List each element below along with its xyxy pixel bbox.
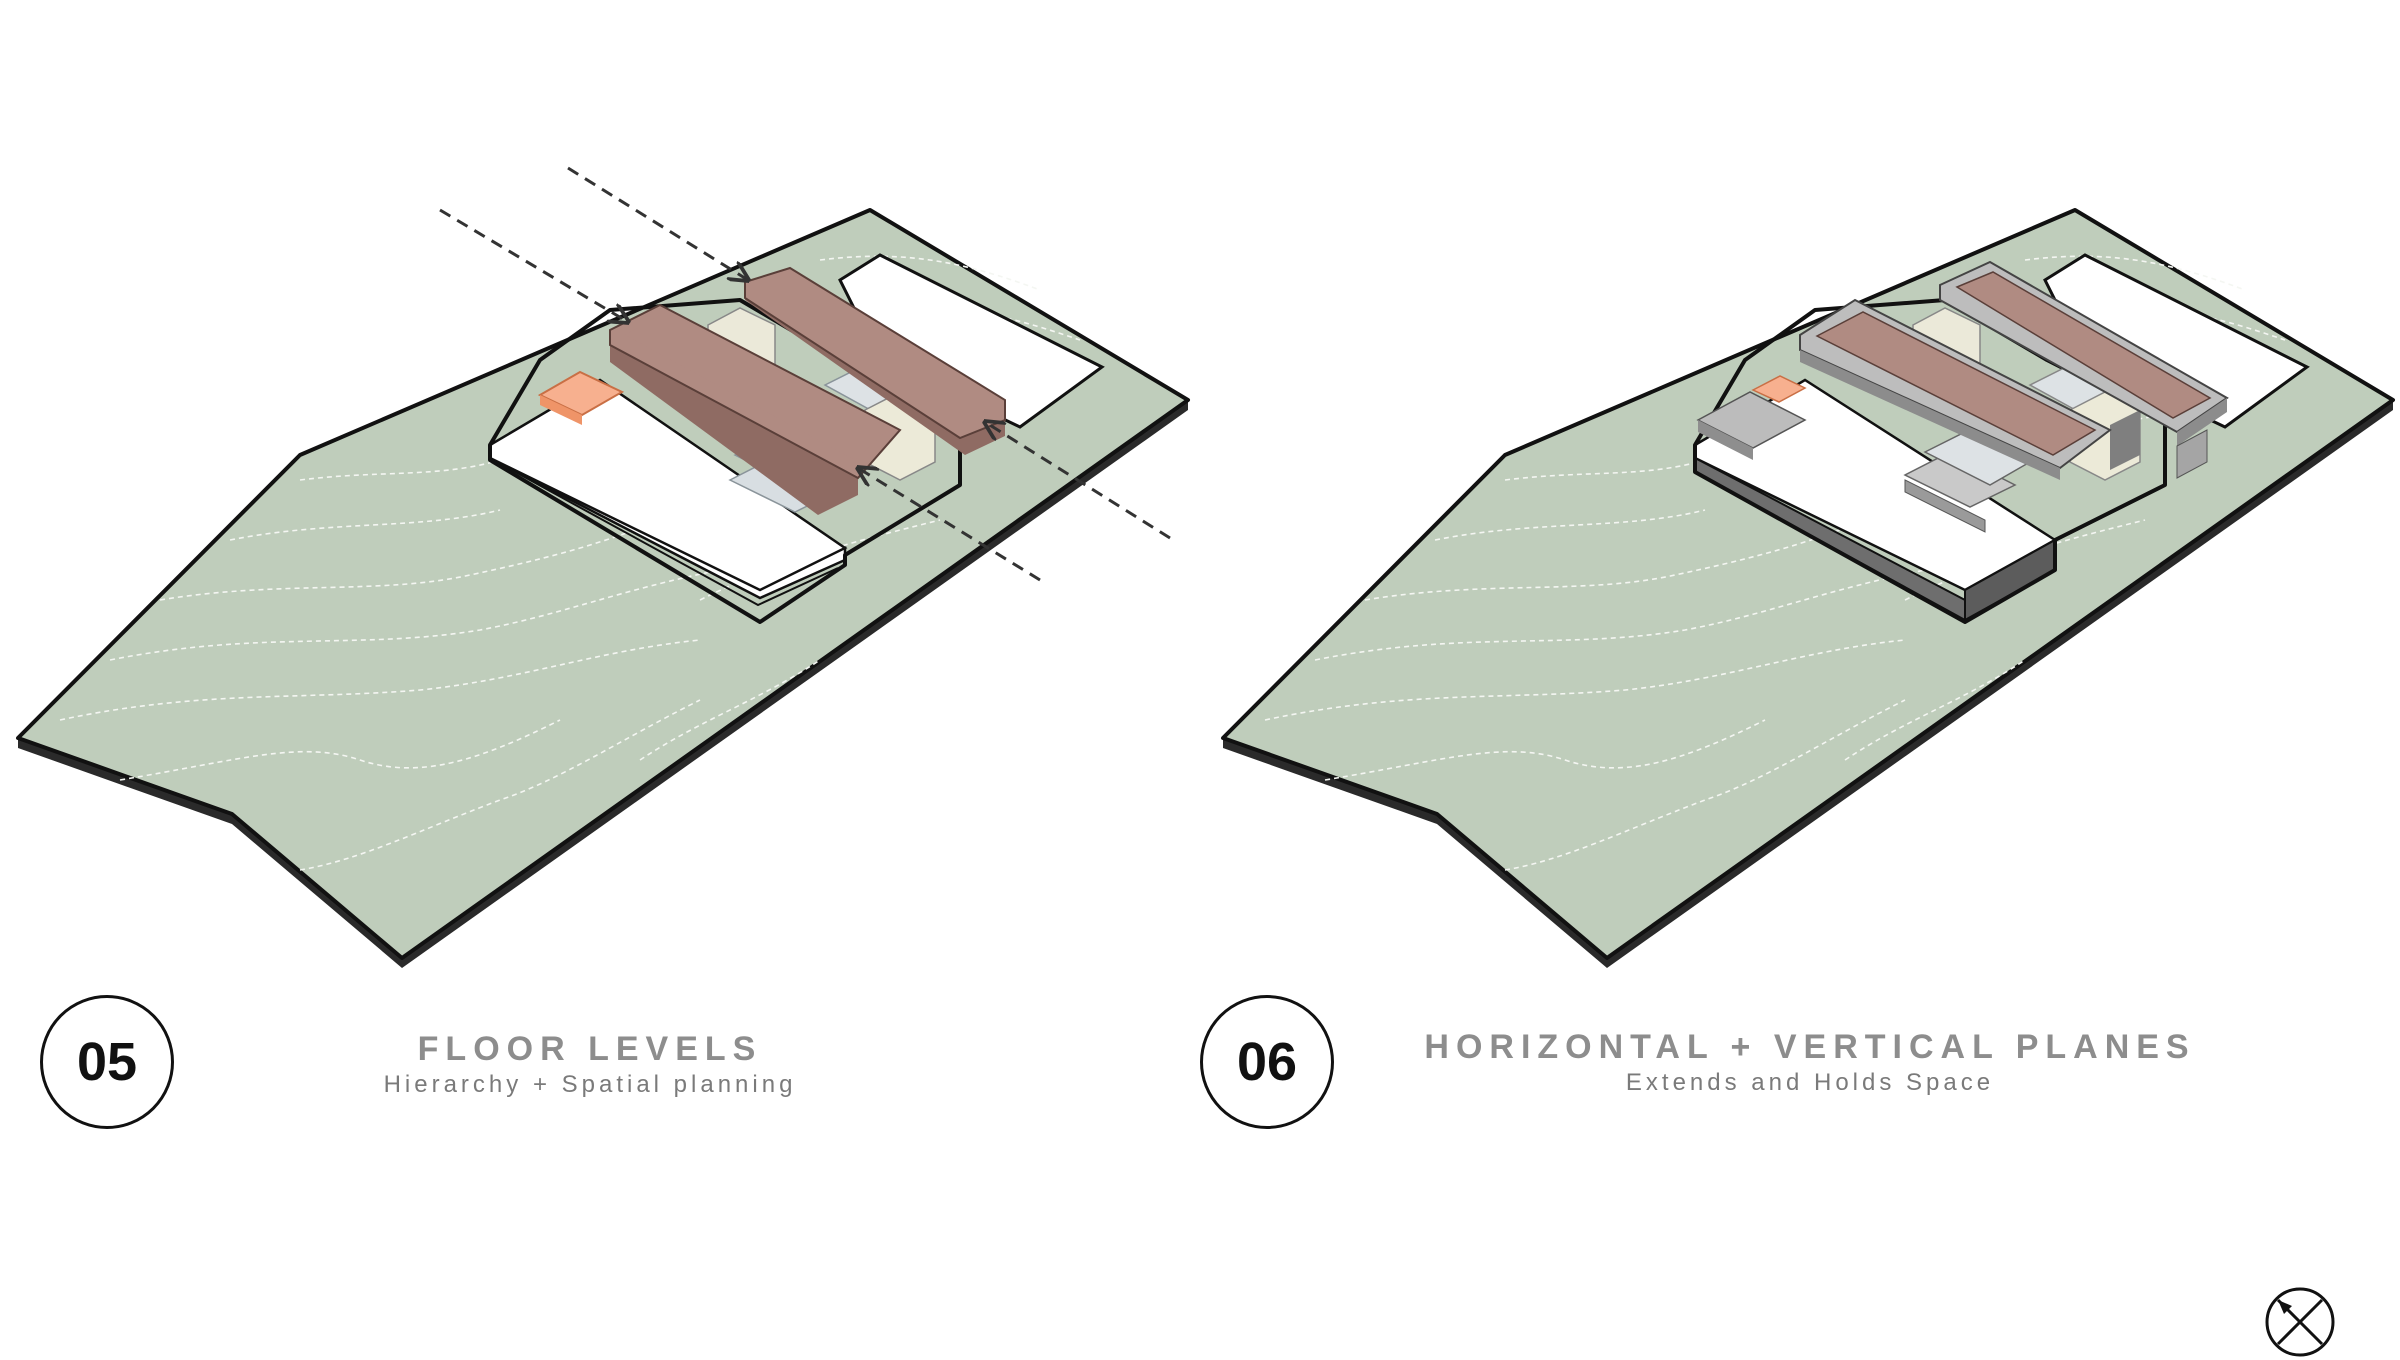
roof-bar-front-top (1815, 311, 2097, 456)
dashed-arrow-icon (985, 422, 1171, 540)
roof-bar-front-top-fill (625, 312, 890, 460)
building-footprint-outline (1693, 298, 2167, 624)
dashed-arrow-icon (858, 468, 1041, 582)
building-footprint-outline (488, 298, 962, 624)
site-model-06 (1221, 208, 2395, 968)
site-model-05 (16, 166, 1190, 968)
vertical-wall-grey (2110, 410, 2140, 470)
panel-06-label: 06 (1200, 995, 1334, 1129)
panel-title: HORIZONTAL + VERTICAL PLANES (1424, 1028, 2196, 1066)
panel-title: FLOOR LEVELS (417, 1030, 763, 1068)
panel-06-caption: HORIZONTAL + VERTICAL PLANES Extends and… (1390, 1028, 2230, 1097)
blue-slab-lower (1903, 451, 2017, 508)
vertical-wall-rear (2176, 429, 2208, 479)
north-arrow-icon (2265, 1287, 2335, 1357)
orange-volume-side (540, 395, 582, 425)
panel-subtitle: Hierarchy + Spatial planning (383, 1071, 797, 1098)
panel-number-badge: 06 (1200, 995, 1334, 1129)
orange-volume-top (1751, 375, 1807, 403)
grey-plane-left (1696, 391, 1807, 449)
panel-05-label: 05 (40, 995, 174, 1129)
wind-arrows-05 (439, 166, 1171, 582)
roof-bar-rear-top (1955, 271, 2212, 419)
grey-plane-cantilever (1904, 479, 1986, 533)
dashed-arrow-icon (439, 208, 628, 322)
grey-plane-left-edge (1698, 420, 1753, 460)
dashed-arrow-icon (567, 166, 748, 280)
floor-plate-lower (496, 461, 839, 607)
roof-bar-front-side (610, 345, 858, 515)
panel-subtitle: Extends and Holds Space (1625, 1069, 1995, 1096)
panel-05-caption: FLOOR LEVELS Hierarchy + Spatial plannin… (300, 1030, 880, 1099)
roof-frame-rear-side (2177, 398, 2227, 446)
roof-frame-front-side (1800, 350, 2060, 480)
panel-number-badge: 05 (40, 995, 174, 1129)
